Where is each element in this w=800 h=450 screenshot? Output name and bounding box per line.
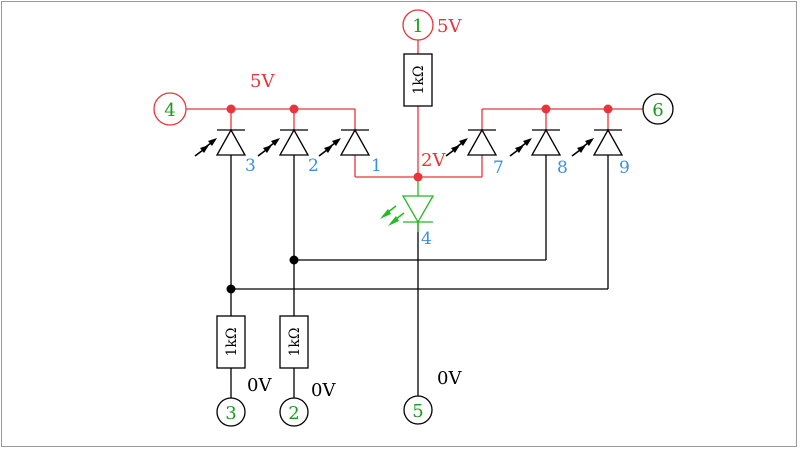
terminal-1[interactable]: 1 <box>402 9 434 41</box>
junctions-ground <box>226 255 299 294</box>
led-9-arrows <box>571 138 594 157</box>
resistor-mid: 1kΩ <box>279 315 309 369</box>
terminal-3[interactable]: 3 <box>216 397 246 427</box>
resistor-mid-label: 1kΩ <box>287 328 303 357</box>
terminal-5[interactable]: 5 <box>403 395 433 425</box>
led-number-1: 1 <box>371 156 382 176</box>
terminal-2-label: 2 <box>288 403 299 424</box>
ground-wires <box>230 155 609 398</box>
terminal-4[interactable]: 4 <box>153 92 187 126</box>
led-number-9: 9 <box>619 158 630 178</box>
terminal-3-label: 3 <box>225 403 236 424</box>
terminal-4-label: 4 <box>164 100 175 121</box>
led-2 <box>257 128 310 157</box>
led-number-7: 7 <box>493 158 504 178</box>
test-led <box>401 177 435 232</box>
supply-label-left-rail: 5V <box>250 71 275 92</box>
led-3-arrows <box>194 138 217 157</box>
ground-label-node5: 0V <box>437 368 462 389</box>
ground-label-node2: 0V <box>311 380 336 401</box>
terminal-6-label: 6 <box>652 100 663 121</box>
led-number-3: 3 <box>245 156 256 176</box>
resistor-top: 1kΩ <box>403 53 433 107</box>
led-1 <box>318 128 371 157</box>
ground-label-node3: 0V <box>247 375 272 396</box>
led-7-arrows <box>445 138 468 157</box>
led-2-arrows <box>257 138 280 157</box>
indicator-leds <box>194 128 624 157</box>
supply-label-top: 5V <box>437 16 462 37</box>
test-led-arrows <box>380 205 405 226</box>
resistor-top-label: 1kΩ <box>411 66 427 95</box>
led-9 <box>571 128 624 157</box>
led-3 <box>194 128 247 157</box>
terminal-1-label: 1 <box>412 16 423 37</box>
resistor-left-label: 1kΩ <box>224 328 240 357</box>
led-7 <box>445 128 498 157</box>
led-number-4: 4 <box>421 229 432 249</box>
led-number-8: 8 <box>557 158 568 178</box>
resistor-left: 1kΩ <box>216 315 246 369</box>
led-8 <box>509 128 562 157</box>
led-8-arrows <box>509 138 532 157</box>
led-number-2: 2 <box>308 156 319 176</box>
junctions-supply <box>226 104 613 182</box>
terminal-2[interactable]: 2 <box>279 397 309 427</box>
terminal-5-label: 5 <box>412 401 423 422</box>
supply-label-mid-node: 2V <box>421 150 446 171</box>
led-1-arrows <box>318 138 341 157</box>
terminal-6[interactable]: 6 <box>642 93 674 125</box>
